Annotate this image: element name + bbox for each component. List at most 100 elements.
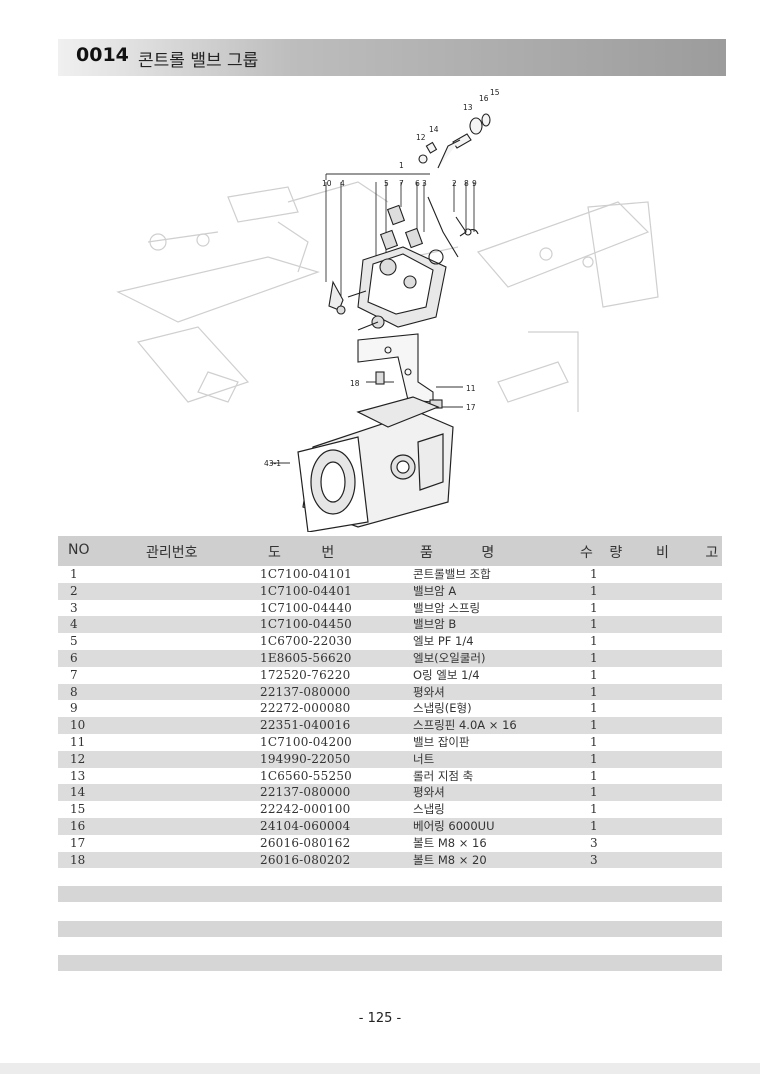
row-no: 9 bbox=[70, 701, 78, 716]
col-header-drawing-no: 도 번 bbox=[268, 545, 353, 561]
row-part-number: 1C7100-04200 bbox=[260, 734, 352, 749]
section-code: 0014 bbox=[76, 44, 129, 66]
row-part-name: 너트 bbox=[413, 751, 435, 766]
row-part-number: 22137-080000 bbox=[260, 785, 351, 800]
empty-row-band bbox=[58, 921, 722, 937]
row-part-name: 스냅링 bbox=[413, 802, 445, 817]
svg-text:10: 10 bbox=[322, 179, 332, 188]
row-part-name: 스프링핀 4.0A × 16 bbox=[413, 718, 517, 733]
row-part-number: 22272-000080 bbox=[260, 701, 351, 716]
row-quantity: 1 bbox=[590, 567, 598, 581]
background-frame bbox=[116, 181, 659, 412]
row-part-name: 베어링 6000UU bbox=[413, 818, 495, 833]
row-part-name: 볼트 M8 × 20 bbox=[413, 852, 487, 867]
callout-labels: 15 16 13 14 12 1 10 4 5 7 6 3 2 8 9 18 1… bbox=[264, 88, 500, 468]
row-no: 3 bbox=[70, 600, 78, 615]
svg-text:14: 14 bbox=[429, 125, 439, 134]
svg-text:8: 8 bbox=[464, 179, 469, 188]
row-part-number: 194990-22050 bbox=[260, 751, 351, 766]
row-quantity: 1 bbox=[590, 684, 598, 699]
row-part-name: 엘보(오일쿨러) bbox=[413, 650, 486, 665]
svg-text:4: 4 bbox=[340, 179, 345, 188]
row-part-name: O링 엘보 1/4 bbox=[413, 667, 480, 682]
row-part-number: 22137-080000 bbox=[260, 684, 351, 699]
row-no: 12 bbox=[70, 751, 86, 766]
row-part-number: 1C7100-04401 bbox=[260, 583, 352, 598]
row-quantity: 3 bbox=[590, 835, 598, 850]
svg-text:3: 3 bbox=[422, 179, 427, 188]
svg-text:15: 15 bbox=[490, 88, 500, 97]
row-no: 17 bbox=[70, 835, 86, 850]
row-part-name: 밸브암 스프링 bbox=[413, 600, 481, 615]
row-part-number: 1C7100-04440 bbox=[260, 600, 352, 615]
row-no: 13 bbox=[70, 768, 86, 783]
row-part-number: 24104-060004 bbox=[260, 818, 351, 833]
svg-text:43-1: 43-1 bbox=[264, 459, 281, 468]
roller-shaft-assembly bbox=[418, 113, 491, 169]
col-header-quantity: 수 량 bbox=[580, 545, 629, 561]
col-header-remark: 비 고 bbox=[656, 545, 735, 561]
row-quantity: 1 bbox=[590, 650, 598, 665]
row-no: 7 bbox=[70, 667, 78, 682]
row-quantity: 1 bbox=[590, 802, 598, 817]
row-part-number: 1C7100-04101 bbox=[260, 567, 352, 581]
row-part-number: 1C6560-55250 bbox=[260, 768, 352, 783]
row-part-number: 1E8605-56620 bbox=[260, 650, 352, 665]
svg-text:18: 18 bbox=[350, 379, 360, 388]
row-quantity: 1 bbox=[590, 768, 598, 783]
col-header-management-no: 관리번호 bbox=[146, 545, 198, 561]
svg-text:1: 1 bbox=[399, 161, 404, 170]
row-no: 10 bbox=[70, 718, 86, 733]
exploded-parts-diagram: 15 16 13 14 12 1 10 4 5 7 6 3 2 8 9 18 1… bbox=[116, 88, 659, 532]
row-part-number: 22242-000100 bbox=[260, 802, 351, 817]
page-number: - 125 - bbox=[358, 1011, 402, 1026]
row-quantity: 1 bbox=[590, 734, 598, 749]
row-no: 8 bbox=[70, 684, 78, 699]
table-row: 16 24104-060004 베어링 6000UU 1 bbox=[58, 817, 722, 835]
section-header: 0014 콘트롤 밸브 그룹 bbox=[58, 39, 726, 76]
leader-lines bbox=[270, 173, 475, 464]
control-valve-body bbox=[328, 196, 479, 331]
table-row: 12 194990-22050 너트 1 bbox=[58, 750, 722, 768]
row-quantity: 3 bbox=[590, 852, 598, 867]
transmission-housing bbox=[297, 396, 454, 532]
svg-text:13: 13 bbox=[463, 103, 473, 112]
row-part-number: 22351-040016 bbox=[260, 718, 351, 733]
row-part-name: 볼트 M8 × 16 bbox=[413, 835, 487, 850]
row-quantity: 1 bbox=[590, 751, 598, 766]
row-no: 1 bbox=[70, 567, 78, 581]
svg-text:7: 7 bbox=[399, 179, 404, 188]
table-row: 3 1C7100-04440 밸브암 스프링 1 bbox=[58, 600, 722, 617]
svg-text:6: 6 bbox=[415, 179, 420, 188]
row-quantity: 1 bbox=[590, 818, 598, 833]
svg-text:17: 17 bbox=[466, 403, 476, 412]
svg-text:5: 5 bbox=[384, 179, 389, 188]
row-no: 4 bbox=[70, 617, 78, 632]
row-part-name: 롤러 지점 축 bbox=[413, 768, 474, 783]
row-no: 5 bbox=[70, 634, 78, 649]
col-header-part-name: 품 명 bbox=[420, 545, 517, 561]
row-part-name: 평와셔 bbox=[413, 785, 445, 800]
row-quantity: 1 bbox=[590, 600, 598, 615]
row-no: 16 bbox=[70, 818, 86, 833]
row-part-name: 밸브암 A bbox=[413, 583, 457, 598]
row-no: 18 bbox=[70, 852, 86, 867]
section-title: 콘트롤 밸브 그룹 bbox=[138, 51, 259, 71]
row-quantity: 1 bbox=[590, 617, 598, 632]
